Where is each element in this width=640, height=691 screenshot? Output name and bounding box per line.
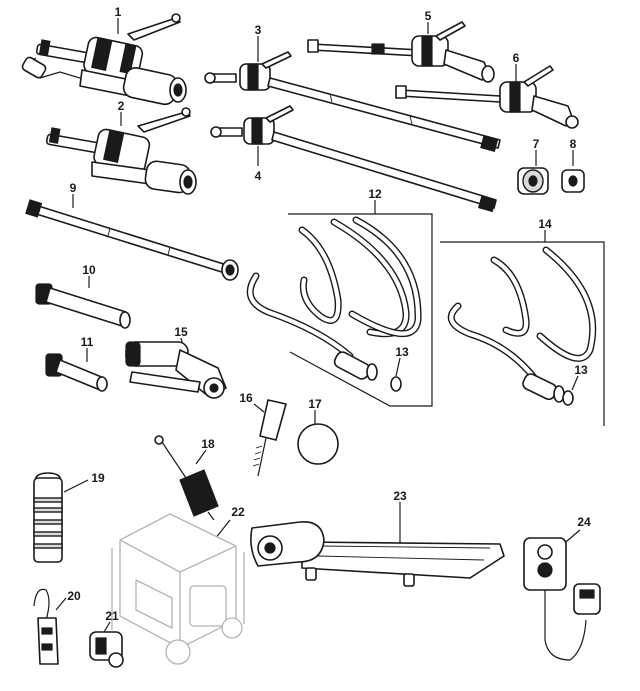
part-6-short-wand [395, 64, 579, 129]
label-part-15: 15 [174, 325, 188, 339]
part-24-controller [523, 529, 601, 661]
label-part-9: 9 [70, 181, 77, 195]
label-part-16: 16 [239, 391, 253, 405]
label-part-4: 4 [255, 169, 262, 183]
label-part-13-a: 13 [395, 345, 409, 359]
part-5-short-wand [307, 21, 495, 83]
label-part-7: 7 [533, 137, 540, 151]
part-19-canister [33, 472, 89, 563]
part-17-disc [297, 410, 339, 465]
part-12-hose-assembly [246, 200, 433, 407]
label-part-24: 24 [577, 515, 591, 529]
part-18-tag [154, 435, 219, 521]
part-3-long-wand [204, 36, 501, 152]
part-2-valve-assembly [45, 107, 197, 195]
part-1-valve-assembly [21, 13, 187, 106]
part-14-hose-assembly [440, 230, 605, 426]
part-labels: 1 2 3 4 5 6 7 8 9 10 11 12 13 13 14 15 1… [67, 5, 591, 623]
part-8-fitting [561, 150, 585, 193]
label-part-11: 11 [81, 335, 94, 349]
part-15-elbow-nozzle [125, 337, 227, 399]
part-13-oring-b [562, 375, 579, 406]
label-part-3: 3 [255, 23, 262, 37]
part-4-long-wand [210, 105, 497, 213]
label-part-18: 18 [201, 437, 215, 451]
label-part-10: 10 [82, 263, 96, 277]
part-23-tray [250, 502, 505, 587]
label-part-12: 12 [368, 187, 382, 201]
label-part-17: 17 [308, 397, 322, 411]
label-part-23: 23 [393, 489, 407, 503]
label-part-20: 20 [67, 589, 81, 603]
label-part-13-b: 13 [574, 363, 588, 377]
label-part-8: 8 [570, 137, 577, 151]
label-part-1: 1 [115, 5, 122, 19]
part-22-generator [111, 513, 245, 665]
label-part-19: 19 [91, 471, 105, 485]
label-part-5: 5 [425, 9, 432, 23]
label-part-2: 2 [118, 99, 125, 113]
part-9-pipe [25, 194, 239, 281]
part-11-tube [45, 348, 108, 392]
part-7-fitting [517, 150, 549, 195]
part-21-coupler [89, 621, 124, 668]
label-part-22: 22 [231, 505, 245, 519]
part-16-screwdriver [252, 399, 287, 477]
label-part-6: 6 [513, 51, 520, 65]
label-part-21: 21 [105, 609, 119, 623]
part-10-tube [35, 276, 131, 329]
part-20-hanger [33, 588, 67, 665]
label-part-14: 14 [538, 217, 552, 231]
part-13-oring-a [390, 357, 402, 392]
